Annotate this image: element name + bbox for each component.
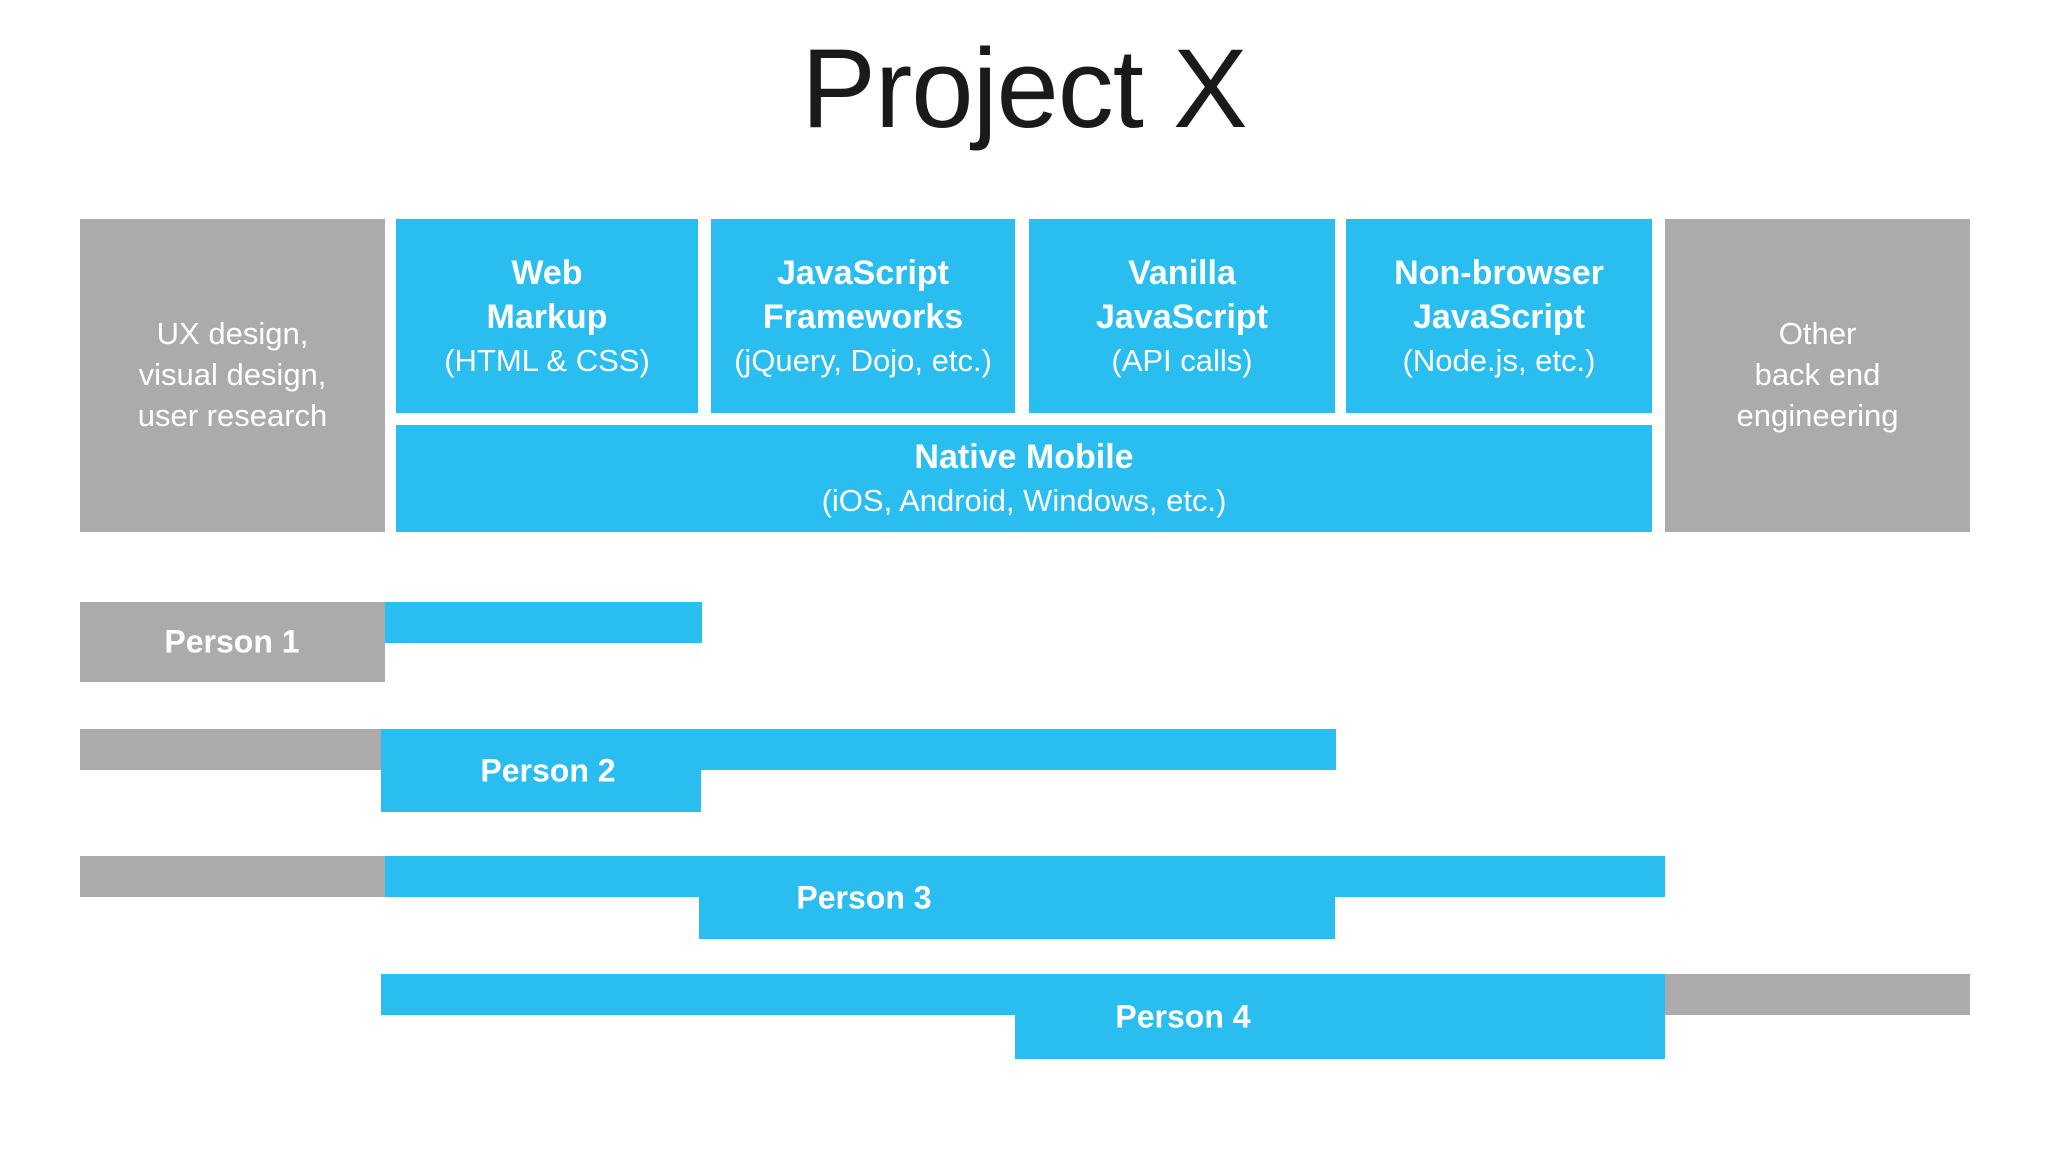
page-title: Project X xyxy=(801,26,1247,151)
skill-box-vanilla-js-title: Vanilla JavaScript xyxy=(1096,253,1268,336)
skill-box-js-frameworks-title: JavaScript Frameworks xyxy=(762,253,964,336)
skill-box-vanilla-js: Vanilla JavaScript (API calls) xyxy=(1029,219,1335,413)
skill-box-other-backend: Other back end engineering xyxy=(1665,219,1970,532)
skill-coverage-bar: Person 2 xyxy=(381,729,701,812)
skill-box-non-browser-js: Non-browser JavaScript (Node.js, etc.) xyxy=(1346,219,1652,413)
skill-box-web-markup-title: Web Markup xyxy=(486,253,608,336)
skill-coverage-bar xyxy=(701,729,1336,770)
skill-box-web-markup: Web Markup (HTML & CSS) xyxy=(396,219,698,413)
person-label: Person 1 xyxy=(164,623,300,660)
skill-box-non-browser-js-title: Non-browser JavaScript xyxy=(1394,253,1604,336)
person-label: Person 3 xyxy=(796,879,932,915)
non-coding-coverage-bar xyxy=(80,856,385,897)
skill-box-other-backend-label: Other back end engineering xyxy=(1736,316,1899,433)
skill-box-vanilla-js-subtitle: (API calls) xyxy=(1111,343,1253,379)
skill-box-js-frameworks-subtitle: (jQuery, Dojo, etc.) xyxy=(734,343,992,379)
skill-box-web-markup-subtitle: (HTML & CSS) xyxy=(444,343,650,379)
skill-box-native-mobile: Native Mobile (iOS, Android, Windows, et… xyxy=(396,425,1652,532)
skill-coverage-bar: Person 4 xyxy=(1015,974,1665,1059)
person-label: Person 4 xyxy=(1115,998,1251,1034)
skill-box-js-frameworks: JavaScript Frameworks (jQuery, Dojo, etc… xyxy=(711,219,1015,413)
skill-coverage-bar xyxy=(385,602,702,643)
skill-box-ux-design: UX design, visual design, user research xyxy=(80,219,385,532)
skill-coverage-bar: Person 3 xyxy=(699,856,1335,939)
skill-box-non-browser-js-subtitle: (Node.js, etc.) xyxy=(1402,343,1596,379)
non-coding-coverage-bar xyxy=(1665,974,1970,1015)
skill-box-ux-design-label: UX design, visual design, user research xyxy=(137,316,328,433)
non-coding-coverage-bar: Person 1 xyxy=(80,602,385,682)
skill-box-native-mobile-subtitle: (iOS, Android, Windows, etc.) xyxy=(821,483,1227,519)
skill-box-native-mobile-title: Native Mobile xyxy=(914,438,1134,477)
non-coding-coverage-bar xyxy=(80,729,381,770)
person-label: Person 2 xyxy=(480,752,616,788)
